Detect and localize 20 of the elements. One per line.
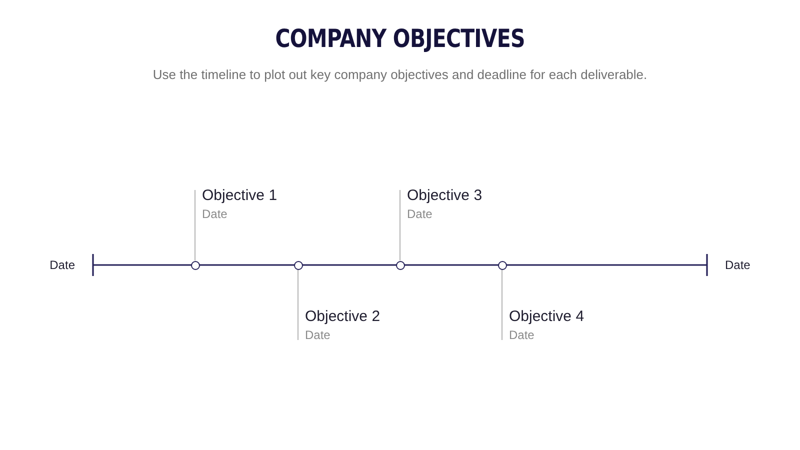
leader-line — [194, 190, 196, 260]
title: COMPANY OBJECTIVES — [274, 24, 526, 53]
objective-title: Objective 3 — [407, 186, 484, 206]
objective-title: Objective 4 — [509, 307, 586, 327]
objective-date: Date — [407, 206, 434, 222]
leader-line — [501, 270, 503, 340]
objective-title: Objective 1 — [202, 186, 278, 206]
timeline-end-date: Date — [725, 258, 750, 272]
objective-date: Date — [509, 327, 536, 343]
milestone-dot — [498, 260, 506, 270]
subtitle: Use the timeline to plot out key company objectives and deadline for each deliverable. — [152, 67, 648, 82]
objective-title: Objective 2 — [305, 307, 382, 327]
objective-date: Date — [305, 327, 332, 343]
leader-line — [297, 270, 299, 340]
objective-date: Date — [202, 206, 228, 222]
milestone-dot — [190, 260, 200, 270]
timeline-end-date: Date — [50, 258, 75, 272]
leader-line — [399, 190, 401, 260]
milestone-dot — [396, 260, 404, 270]
milestone-dot — [294, 260, 302, 270]
